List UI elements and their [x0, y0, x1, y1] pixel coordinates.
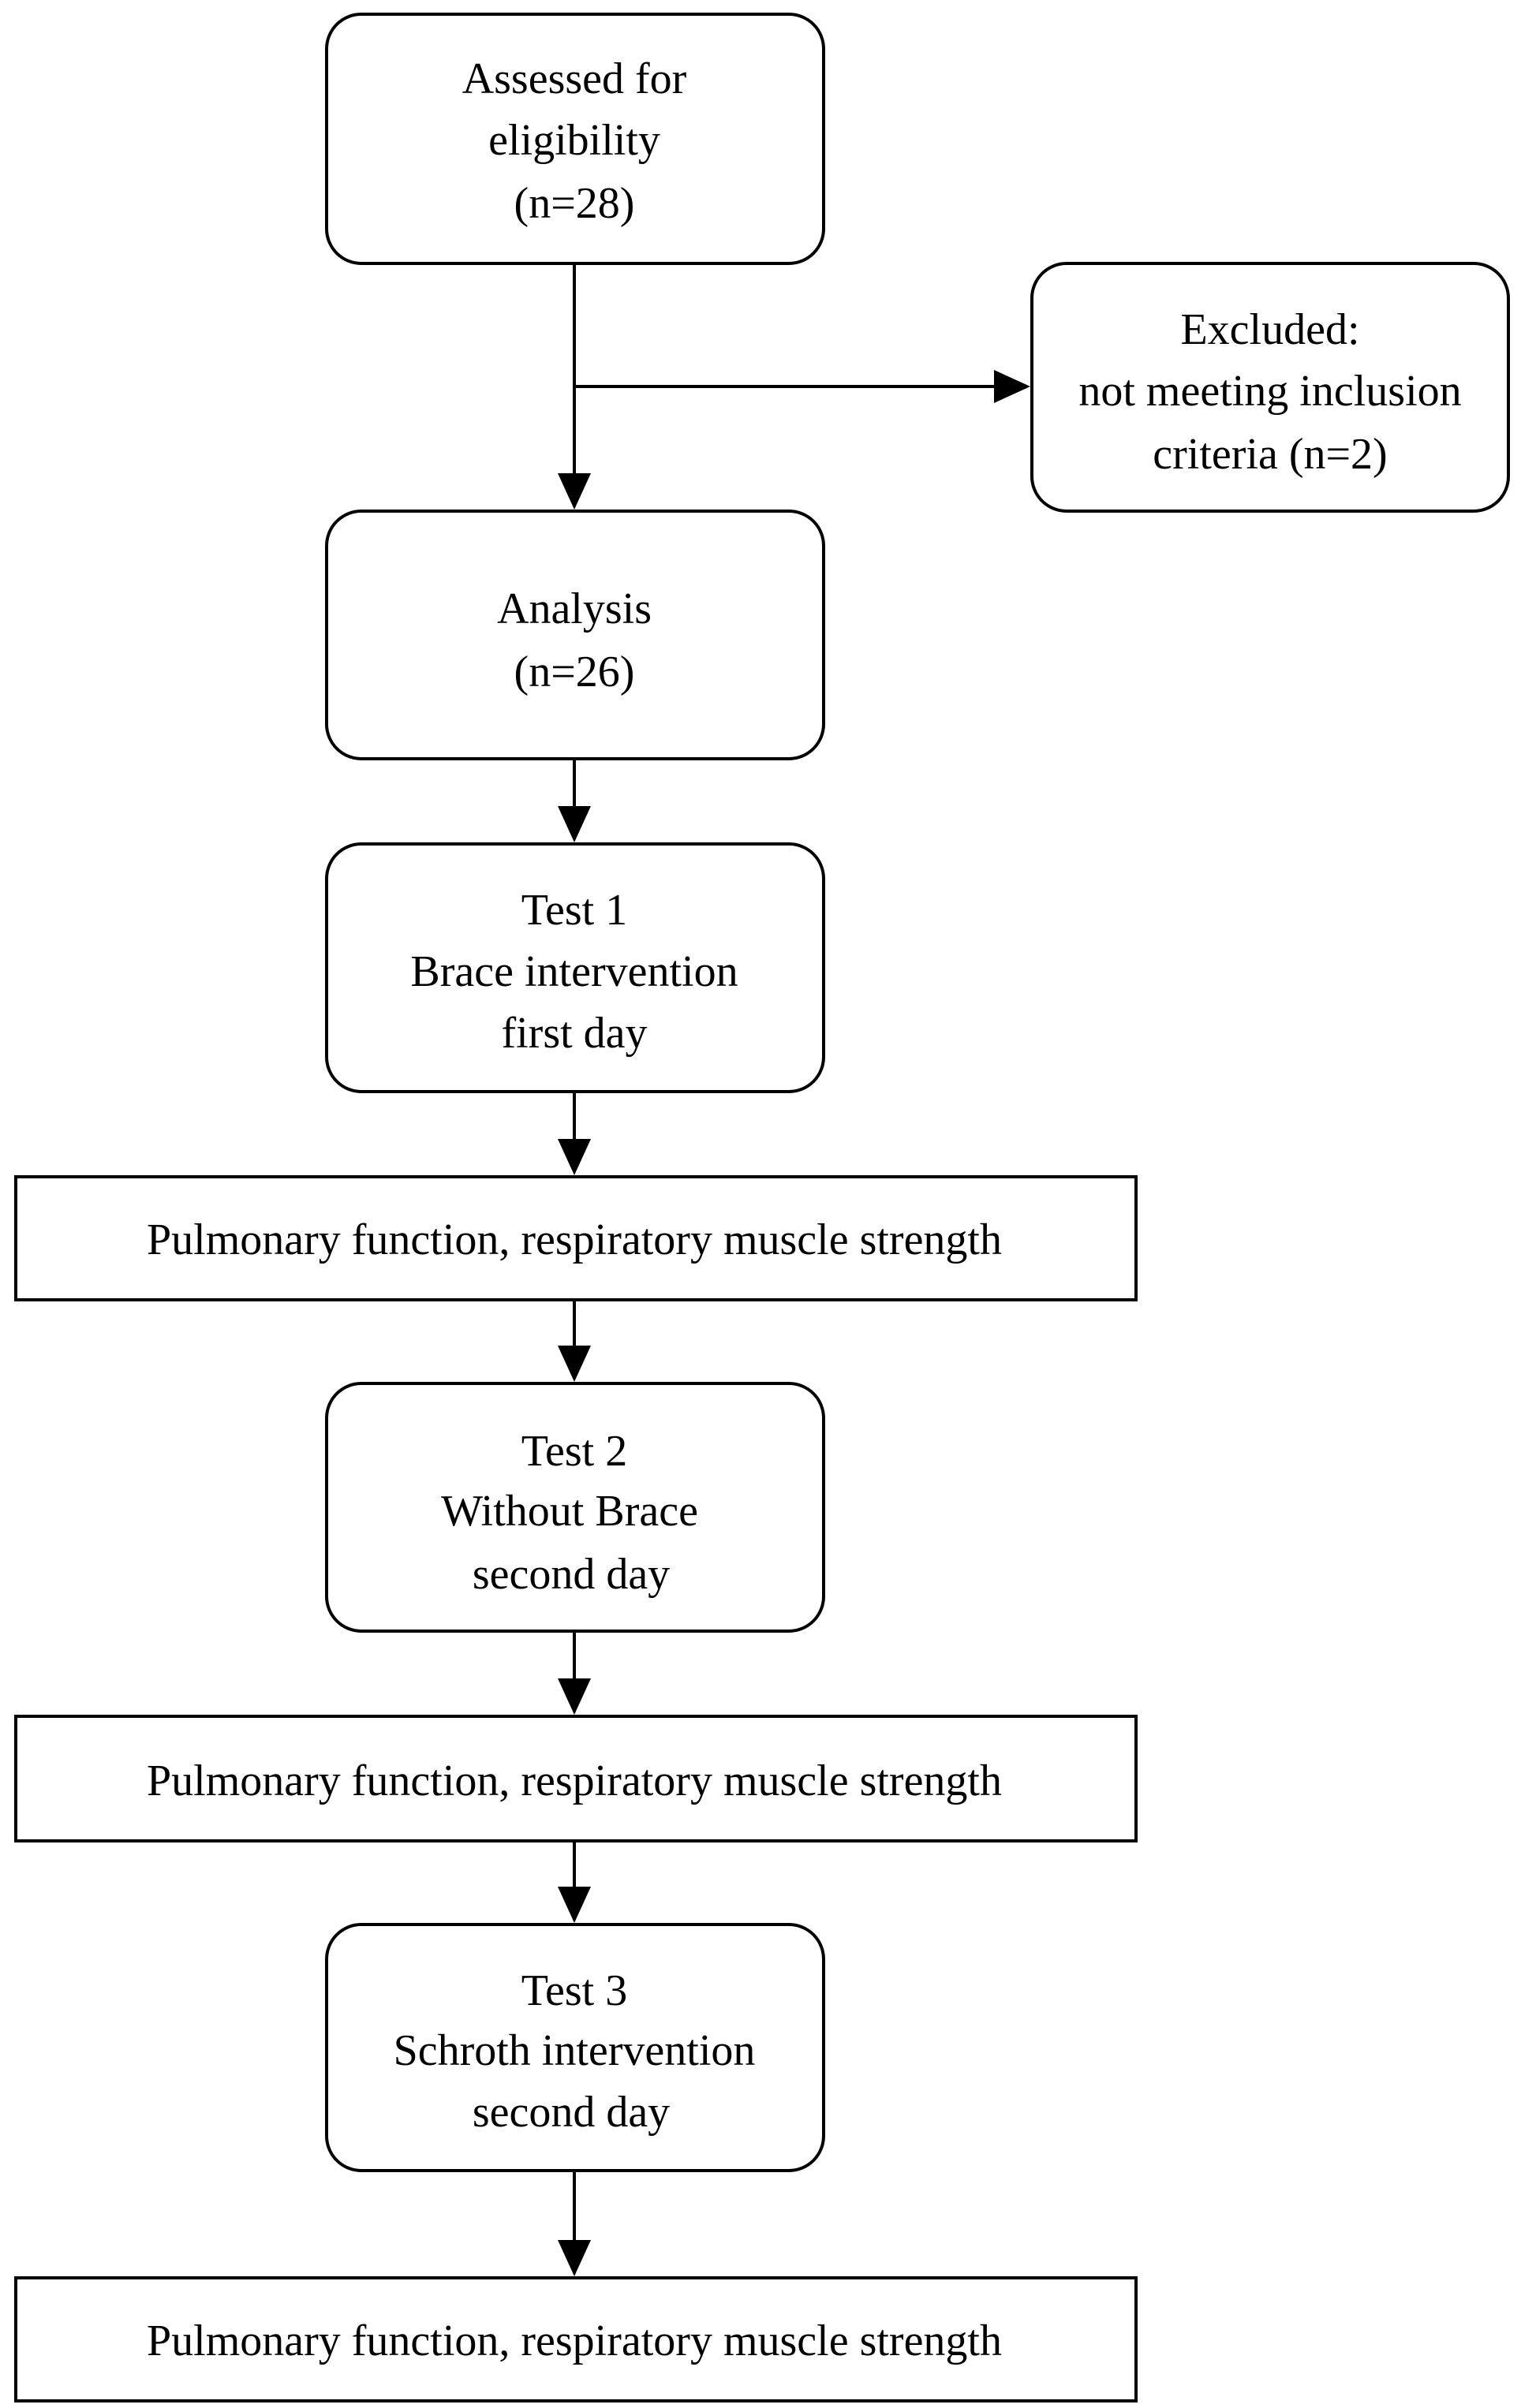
box-measure1: [14, 1175, 1138, 1301]
node-assessed: Assessed for eligibility (n=28): [325, 13, 825, 265]
box-assessed: [325, 13, 825, 265]
arrowhead-measure3: [558, 2240, 591, 2276]
test1-line-2: Brace intervention: [410, 947, 738, 996]
test3-line-1: Test 3: [521, 1966, 628, 2015]
node-excluded: Excluded: not meeting inclusion criteria…: [1030, 262, 1510, 513]
test2-line-2: Without Brace: [441, 1487, 698, 1536]
test1-line-1: Test 1: [521, 886, 628, 935]
excluded-line-1: Excluded:: [1180, 305, 1359, 354]
arrowhead-measure1: [558, 1139, 591, 1175]
test2-line-1: Test 2: [521, 1427, 628, 1476]
assessed-line-1: Assessed for: [462, 54, 687, 103]
box-measure2: [14, 1715, 1138, 1842]
measure3-label: Pulmonary function, respiratory muscle s…: [147, 2317, 1002, 2365]
node-test1: Test 1 Brace intervention first day: [325, 842, 825, 1093]
box-measure3: [14, 2276, 1138, 2402]
assessed-line-3: (n=28): [514, 179, 635, 228]
test3-line-3: second day: [473, 2088, 670, 2137]
box-test3: [325, 1923, 825, 2172]
box-excluded: [1030, 262, 1510, 513]
excluded-line-2: not meeting inclusion: [1078, 367, 1461, 416]
arrowhead-test3: [558, 1887, 591, 1923]
test2-line-3: second day: [473, 1550, 670, 1599]
node-measure2: Pulmonary function, respiratory muscle s…: [14, 1715, 1138, 1842]
analysis-line-2: (n=26): [514, 648, 635, 696]
arrowhead-test2: [558, 1346, 591, 1382]
analysis-line-1: Analysis: [497, 584, 652, 633]
arrowhead-analysis: [558, 473, 591, 510]
test3-line-2: Schroth intervention: [394, 2026, 756, 2075]
node-measure3: Pulmonary function, respiratory muscle s…: [14, 2276, 1138, 2402]
node-analysis: Analysis (n=26): [325, 510, 825, 760]
excluded-line-3: criteria (n=2): [1153, 430, 1387, 479]
box-analysis: [325, 510, 825, 760]
arrowhead-test1: [558, 806, 591, 842]
arrowhead-excluded: [994, 370, 1030, 403]
node-test2: Test 2 Without Brace second day: [325, 1382, 825, 1633]
measure2-label: Pulmonary function, respiratory muscle s…: [147, 1757, 1002, 1805]
assessed-line-2: eligibility: [488, 116, 660, 165]
box-test2: [325, 1382, 825, 1633]
arrowhead-measure2: [558, 1678, 591, 1715]
node-measure1: Pulmonary function, respiratory muscle s…: [14, 1175, 1138, 1301]
test1-line-3: first day: [501, 1009, 647, 1058]
box-test1: [325, 842, 825, 1093]
connectors: [558, 263, 1030, 2276]
measure1-label: Pulmonary function, respiratory muscle s…: [147, 1215, 1002, 1264]
node-test3: Test 3 Schroth intervention second day: [325, 1923, 825, 2172]
